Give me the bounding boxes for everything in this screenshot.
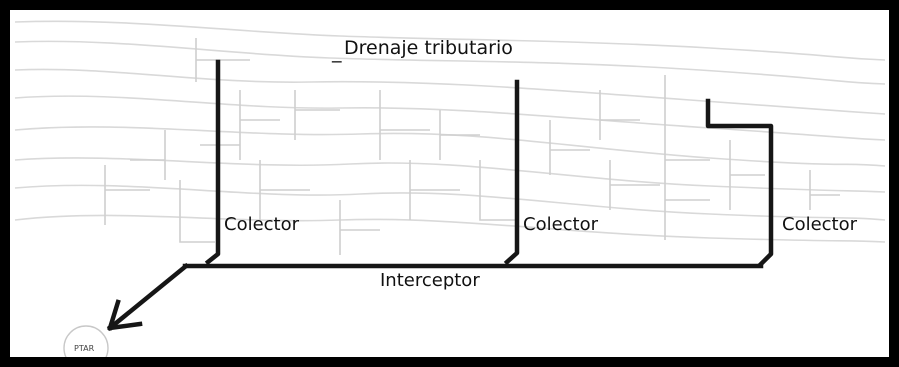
- ptar-label: PTAR: [74, 344, 95, 353]
- interceptor-label: Interceptor: [380, 270, 480, 291]
- collector-label-1: Colector: [224, 214, 300, 235]
- ptar-circle: [63, 325, 109, 357]
- collector-label-3: Colector: [782, 214, 858, 235]
- flow-arrow-to-ptar: [106, 262, 190, 332]
- collector-pipes: [204, 59, 774, 268]
- collector-pipe-1: [204, 59, 221, 266]
- title-marker: _: [331, 41, 342, 63]
- contour-lines: [14, 20, 886, 243]
- collector-label-2: Colector: [523, 214, 599, 235]
- collector-pipe-3: [705, 98, 774, 268]
- ptar-node: PTAR: [63, 325, 109, 357]
- collector-pipe-2: [503, 79, 520, 266]
- diagram-frame: PTAR _ Drenaje tributario Colector Colec…: [10, 10, 889, 357]
- diagram-title: Drenaje tributario: [344, 37, 513, 59]
- drainage-diagram: PTAR _ Drenaje tributario Colector Colec…: [14, 20, 886, 357]
